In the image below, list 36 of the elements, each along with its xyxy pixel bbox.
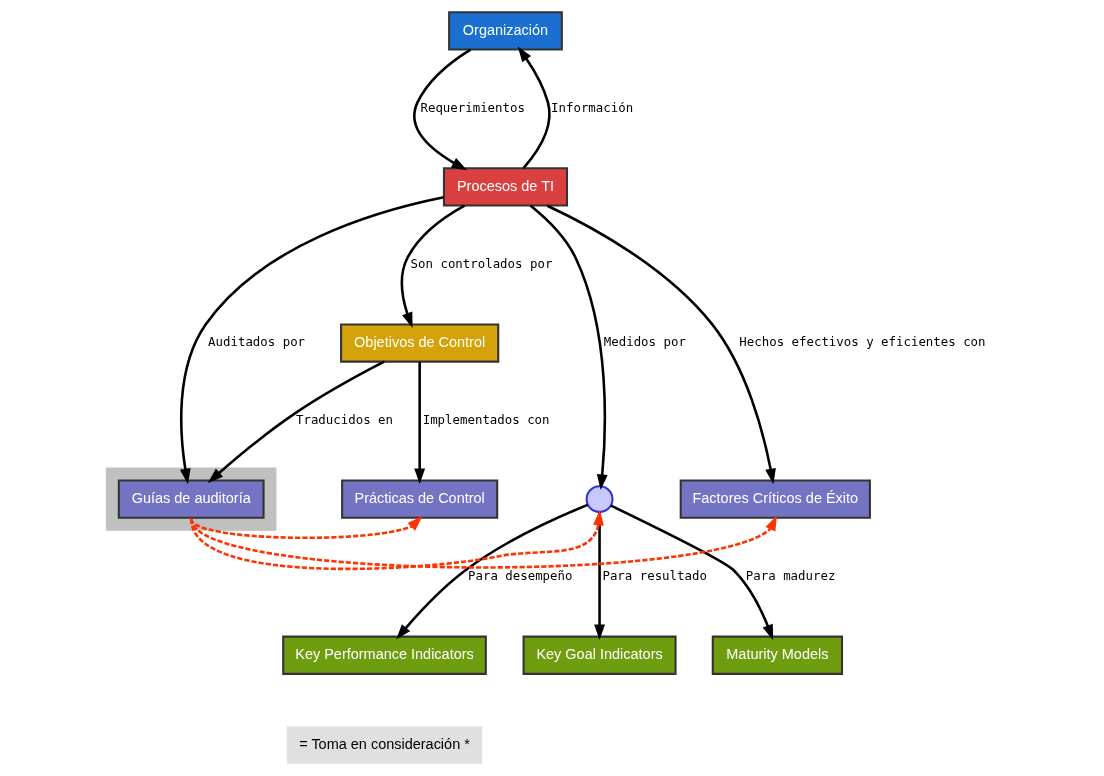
arrow	[400, 204, 466, 328]
arrow	[529, 204, 608, 490]
arrow	[207, 360, 385, 483]
edge-label: Hechos efectivos y eficientes con	[739, 334, 986, 350]
node-box: Key Goal Indicators	[522, 635, 677, 675]
node-box: Objetivos de Control	[340, 323, 500, 363]
arrow	[546, 204, 776, 485]
edge-label: Información	[551, 100, 634, 116]
node-box: Procesos de TI	[442, 167, 569, 207]
arrow	[414, 361, 426, 485]
legend-label: = Toma en consideración *	[299, 736, 470, 753]
node-box: Key Performance Indicators	[282, 635, 487, 675]
node-box: Maturity Models	[711, 635, 844, 675]
edge-label: Auditados por	[208, 334, 306, 350]
node-box: Organización	[448, 11, 563, 51]
node-circle	[585, 485, 614, 514]
arrow	[190, 516, 423, 540]
arrow	[610, 504, 774, 641]
arrow	[413, 48, 472, 171]
arrow	[517, 46, 551, 169]
edge-label: Para resultado	[602, 568, 707, 584]
node-box: Guías de auditoría	[117, 479, 265, 519]
edge-label: Traducidos en	[295, 412, 393, 428]
edge-label: Implementados con	[422, 412, 550, 428]
edge-label: Son controlados por	[410, 256, 553, 272]
edge-label: Para desempeño	[468, 568, 573, 584]
edge-label: Requerimientos	[420, 100, 525, 116]
arrow	[190, 515, 777, 569]
node-box: Prácticas de Control	[341, 479, 499, 519]
arrow	[179, 196, 445, 485]
node-box: Factores Críticos de Éxito	[679, 479, 871, 519]
edge-label: Medidos por	[603, 334, 686, 350]
arrow	[396, 503, 589, 640]
arrow	[594, 512, 605, 641]
arrow	[189, 509, 604, 571]
edge-label: Para madurez	[745, 568, 836, 584]
